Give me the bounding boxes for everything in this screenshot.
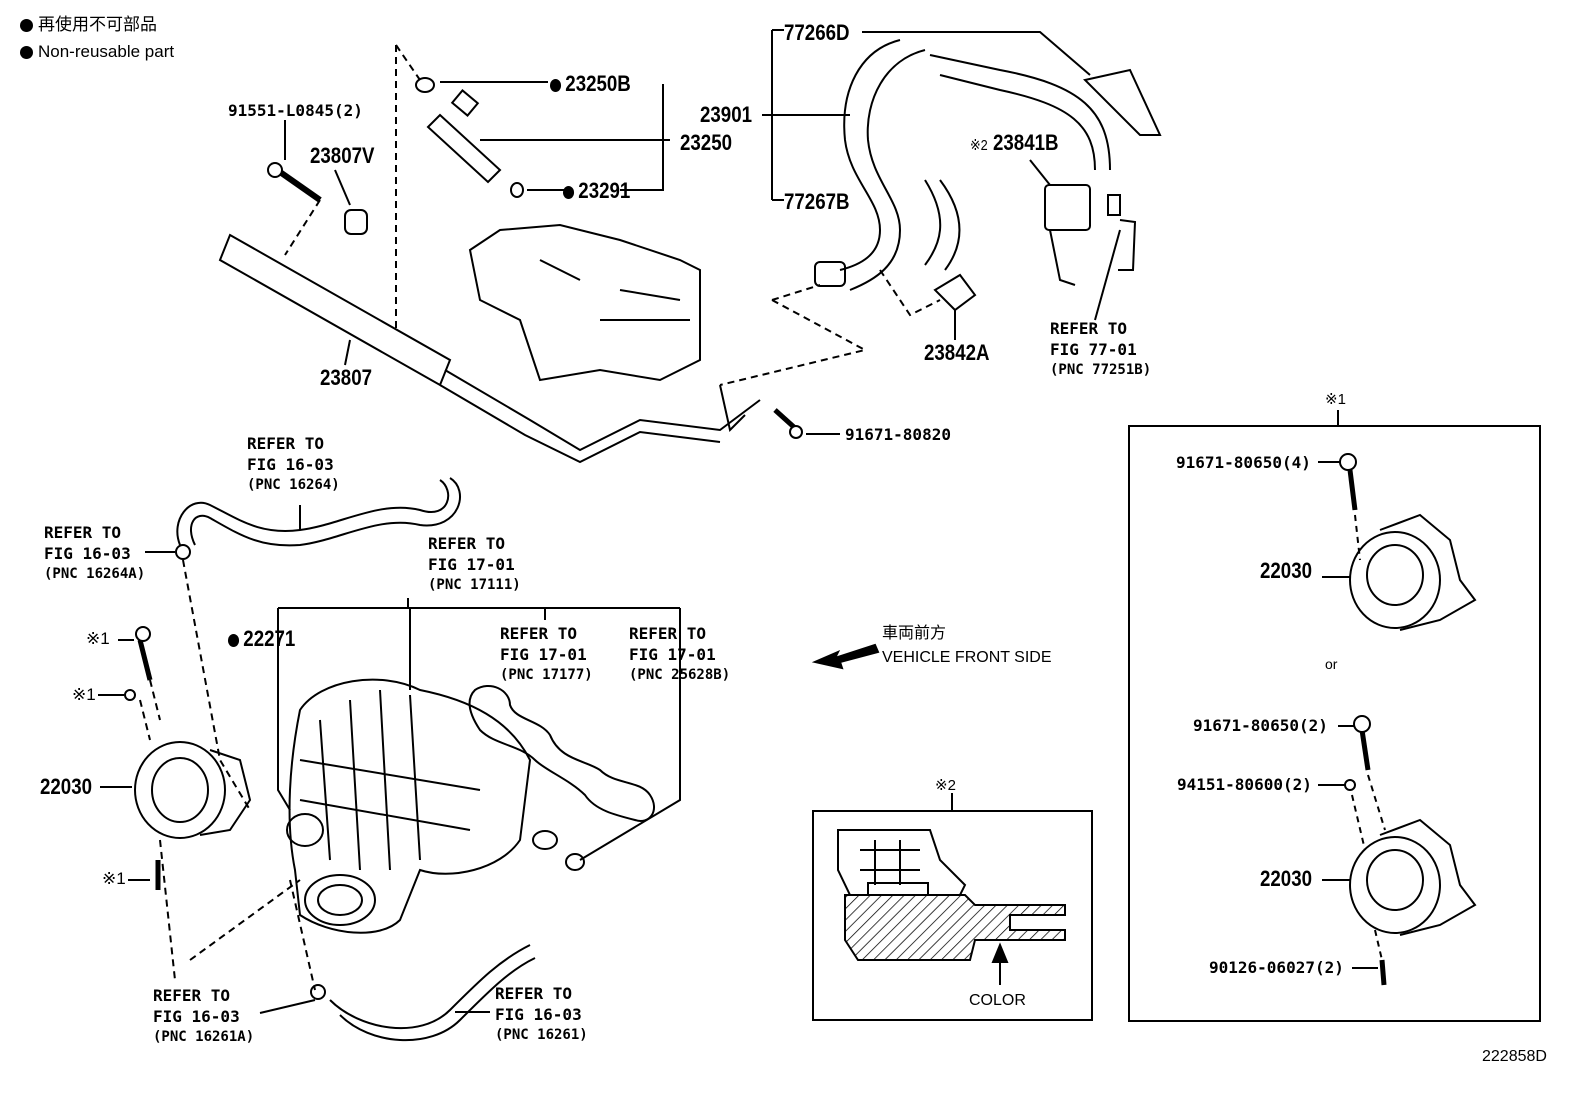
ref-line: FIG 17-01 <box>629 645 716 664</box>
vehicle-front-en: VEHICLE FRONT SIDE <box>882 649 1052 666</box>
inset1-mark: ※1 <box>1325 391 1346 408</box>
ref-line: FIG 77-01 <box>1050 340 1137 359</box>
ref-pnc: (PNC 16261) <box>495 1027 588 1043</box>
ref-line: REFER TO <box>247 434 325 453</box>
reference-fig-16-03[interactable]: REFER TO FIG 16-03 (PNC 16261A) <box>153 985 254 1048</box>
fuel-delivery-pipe <box>218 233 761 464</box>
reference-fig-17-01[interactable]: REFER TO FIG 17-01 (PNC 17177) <box>500 623 593 686</box>
part-label-22030[interactable]: 22030 <box>1260 558 1313 583</box>
throttle-body-variant-b <box>1344 715 1477 986</box>
ref-pnc: (PNC 16261A) <box>153 1029 255 1045</box>
part-number: 23841B <box>992 130 1059 155</box>
ref-line: REFER TO <box>1050 319 1128 338</box>
figure-id: 222858D <box>1482 1048 1547 1065</box>
reference-fig-16-03[interactable]: REFER TO FIG 16-03 (PNC 16264) <box>247 433 340 496</box>
legend-english: Non-reusable part <box>20 43 174 60</box>
ref-line: FIG 16-03 <box>153 1007 240 1026</box>
ref-line: FIG 17-01 <box>428 555 515 574</box>
part-label-91671-80820[interactable]: 91671-80820 <box>845 425 951 444</box>
legend-japanese-text: 再使用不可部品 <box>38 15 157 34</box>
part-label-23842A[interactable]: 23842A <box>924 340 990 365</box>
color-label: COLOR <box>969 992 1026 1009</box>
ref-line: FIG 16-03 <box>247 455 334 474</box>
legend-japanese: 再使用不可部品 <box>20 16 157 33</box>
or-label: or <box>1325 656 1338 672</box>
connector-color-detail <box>837 829 1066 985</box>
note-mark-2: ※2 <box>970 137 988 154</box>
part-label-91671-80650-4[interactable]: 91671-80650(4) <box>1176 453 1311 472</box>
part-label-22271[interactable]: 22271 <box>228 628 295 650</box>
ref-pnc: (PNC 16264) <box>247 477 340 493</box>
ref-line: REFER TO <box>428 534 506 553</box>
ref-pnc: (PNC 17111) <box>428 577 521 593</box>
ref-line: REFER TO <box>495 984 573 1003</box>
ref-pnc: (PNC 17177) <box>500 667 593 683</box>
note-mark-1: ※1 <box>86 629 110 648</box>
part-label-91551[interactable]: 91551-L0845(2) <box>228 101 363 120</box>
fuel-injector <box>415 77 524 198</box>
inset1-box <box>1128 425 1541 1022</box>
non-reusable-bullet-icon <box>228 633 240 647</box>
note-mark-1: ※1 <box>72 685 96 704</box>
non-reusable-bullet-icon <box>20 46 33 60</box>
reference-fig-17-01[interactable]: REFER TO FIG 17-01 (PNC 17111) <box>428 533 521 596</box>
throttle-body-left <box>124 626 252 890</box>
part-label-23807V[interactable]: 23807V <box>310 143 375 168</box>
reference-fig-17-01[interactable]: REFER TO FIG 17-01 (PNC 25628B) <box>629 623 730 686</box>
legend-english-text: Non-reusable part <box>38 42 175 61</box>
inset2-mark: ※2 <box>935 777 956 794</box>
ref-line: REFER TO <box>44 523 122 542</box>
ref-pnc: (PNC 16264A) <box>44 566 146 582</box>
non-reusable-bullet-icon <box>20 19 33 33</box>
part-number: 23291 <box>578 178 631 203</box>
part-label-22030[interactable]: 22030 <box>1260 866 1313 891</box>
part-label-23291[interactable]: 23291 <box>563 180 630 202</box>
vehicle-front-jp: 車両前方 <box>882 625 947 642</box>
part-number: 23250B <box>565 71 631 96</box>
ref-line: FIG 16-03 <box>44 544 131 563</box>
intake-manifold <box>286 678 532 934</box>
part-label-94151-80600[interactable]: 94151-80600(2) <box>1177 775 1312 794</box>
ref-line: FIG 17-01 <box>500 645 587 664</box>
reference-fig-16-03[interactable]: REFER TO FIG 16-03 (PNC 16264A) <box>44 522 145 585</box>
vehicle-front-arrow-icon <box>811 643 880 670</box>
part-label-22030[interactable]: 22030 <box>40 774 93 799</box>
ref-line: REFER TO <box>500 624 578 643</box>
ref-line: FIG 16-03 <box>495 1005 582 1024</box>
part-label-23807[interactable]: 23807 <box>320 365 373 390</box>
part-number: 22271 <box>243 626 296 651</box>
note-mark-1: ※1 <box>102 869 126 888</box>
intake-gasket <box>468 685 655 822</box>
part-label-77266D[interactable]: 77266D <box>784 20 850 45</box>
ref-line: REFER TO <box>629 624 707 643</box>
part-label-23841B[interactable]: ※2 23841B <box>970 132 1059 154</box>
non-reusable-bullet-icon <box>563 185 575 199</box>
part-label-23250[interactable]: 23250 <box>680 130 733 155</box>
ref-pnc: (PNC 25628B) <box>629 667 731 683</box>
fuel-hose <box>814 39 1162 291</box>
ref-line: REFER TO <box>153 986 231 1005</box>
reference-fig-77-01[interactable]: REFER TO FIG 77-01 (PNC 77251B) <box>1050 318 1151 381</box>
reference-fig-16-03[interactable]: REFER TO FIG 16-03 (PNC 16261) <box>495 983 588 1046</box>
part-label-23901[interactable]: 23901 <box>700 102 753 127</box>
throttle-body-variant-a <box>1339 453 1477 631</box>
non-reusable-bullet-icon <box>550 78 562 92</box>
ref-pnc: (PNC 77251B) <box>1050 362 1152 378</box>
part-label-90126-06027[interactable]: 90126-06027(2) <box>1209 958 1344 977</box>
part-label-77267B[interactable]: 77267B <box>784 189 850 214</box>
part-label-91671-80650-2[interactable]: 91671-80650(2) <box>1193 716 1328 735</box>
part-label-23250B[interactable]: 23250B <box>550 73 631 95</box>
inset2-box <box>812 810 1093 1021</box>
